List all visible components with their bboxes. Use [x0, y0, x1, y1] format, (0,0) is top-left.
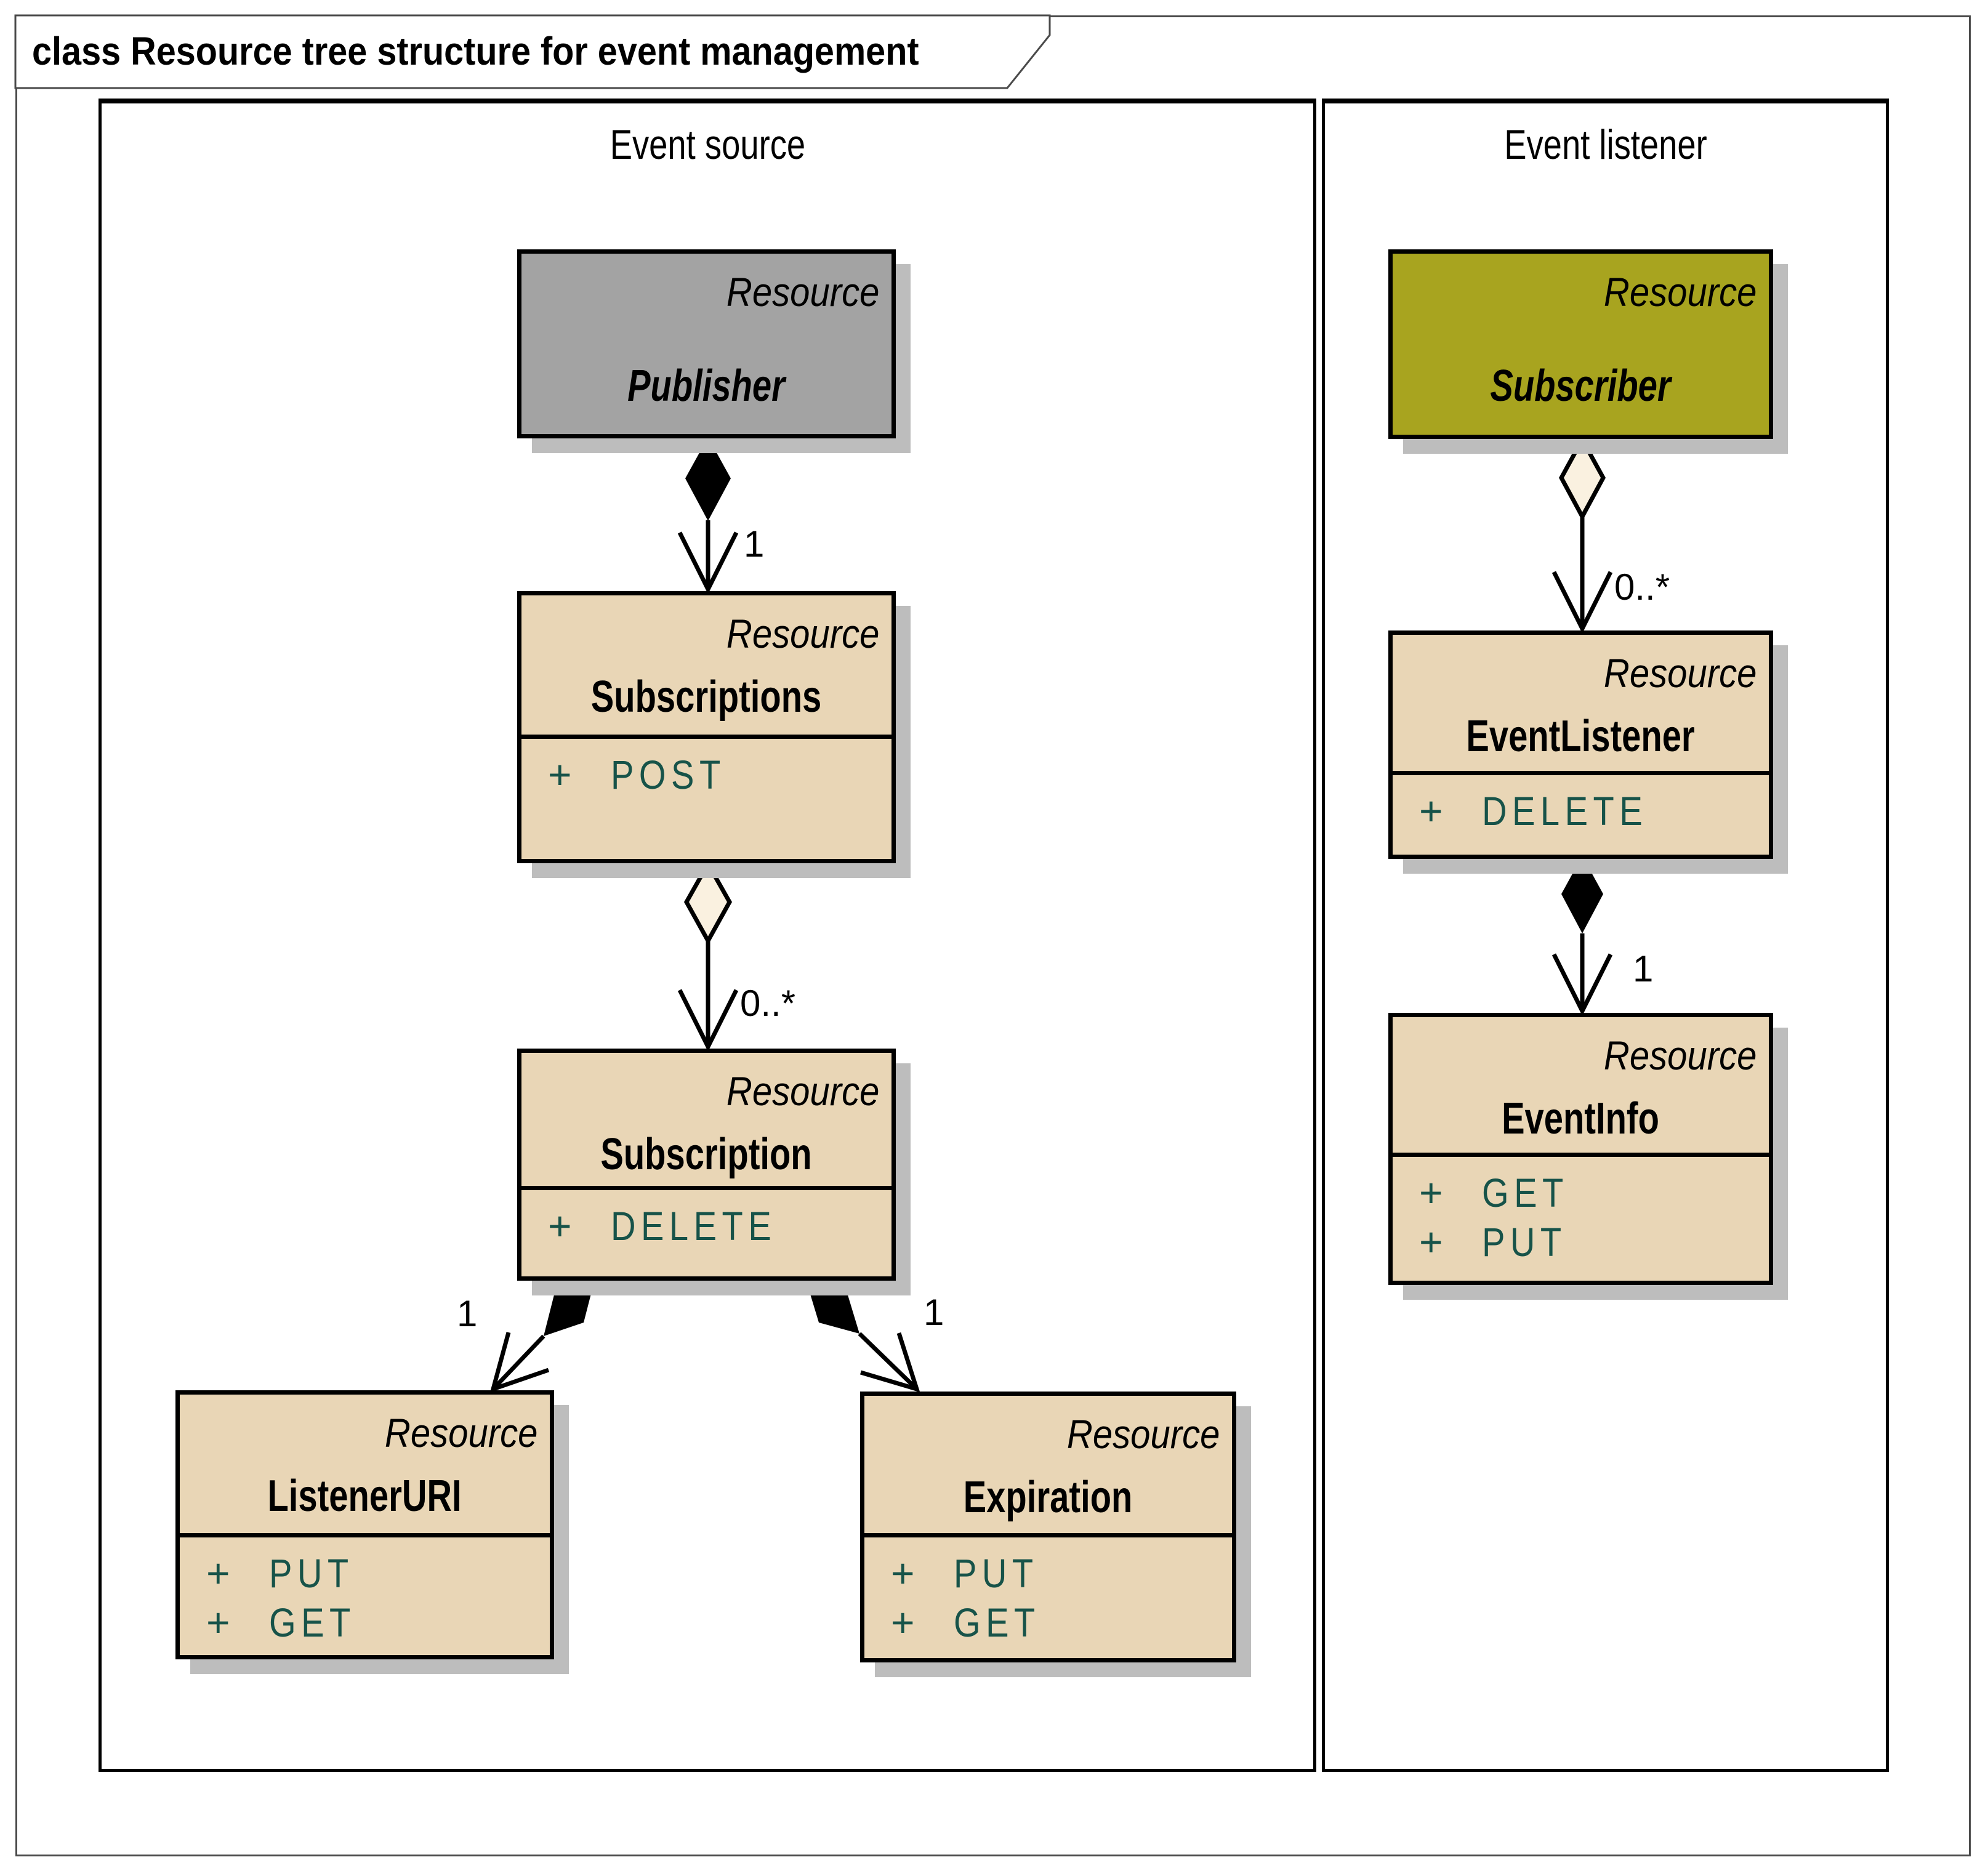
visibility-marker: +	[1419, 1170, 1443, 1215]
class-name: Publisher	[627, 361, 786, 411]
frame-event-listener[interactable]: Event listener	[1322, 99, 1889, 1772]
class-box-publisher[interactable]: Resource Publisher	[517, 249, 896, 438]
operation-name: PUT	[269, 1550, 354, 1596]
class-name: Subscriber	[1490, 361, 1672, 411]
multiplicity-label: 0..*	[1614, 566, 1670, 608]
open-arrowhead-icon	[860, 1332, 920, 1393]
frame-event-source[interactable]: Event source	[99, 99, 1316, 1772]
name-compartment: Resource Publisher	[521, 254, 891, 410]
class-box-expiration[interactable]: Resource Expiration + PUT + GET	[860, 1392, 1236, 1662]
visibility-marker: +	[548, 1203, 572, 1249]
visibility-marker: +	[891, 1600, 915, 1645]
composition-link-eventlistener-eventinfo[interactable]	[1551, 856, 1613, 1016]
operation-row: + GET	[1419, 1168, 1769, 1217]
class-box-listeneruri[interactable]: Resource ListenerURI + PUT + GET	[175, 1390, 554, 1659]
name-compartment: Resource EventInfo	[1393, 1017, 1769, 1153]
operation-name: GET	[1482, 1170, 1569, 1215]
class-name: Expiration	[964, 1473, 1133, 1522]
class-name: ListenerURI	[267, 1472, 462, 1521]
class-name: EventInfo	[1502, 1094, 1660, 1143]
stereotype-label: Resource	[1066, 1411, 1220, 1457]
class-box-subscriptions[interactable]: Resource Subscriptions + POST	[517, 591, 896, 863]
stereotype-label: Resource	[1603, 269, 1757, 315]
operations-compartment: + PUT + GET	[180, 1533, 550, 1647]
operation-row: + PUT	[206, 1549, 550, 1598]
open-arrowhead-icon	[489, 1332, 550, 1393]
visibility-marker: +	[891, 1550, 915, 1596]
diagram-title-text: class Resource tree structure for event …	[32, 29, 919, 73]
multiplicity-label: 1	[457, 1293, 478, 1334]
composition-link-subscription-expiration[interactable]	[807, 1282, 920, 1393]
composition-link-subscription-listeneruri[interactable]	[489, 1282, 594, 1393]
diagram-title-tab	[14, 14, 1051, 89]
operation-name: POST	[611, 752, 726, 797]
name-compartment: Resource ListenerURI	[180, 1395, 550, 1533]
class-name: Subscriptions	[591, 672, 822, 722]
stereotype-label: Resource	[1603, 1033, 1757, 1078]
multiplicity-label: 1	[1633, 948, 1654, 989]
visibility-marker: +	[206, 1550, 230, 1596]
operation-row: + PUT	[891, 1549, 1232, 1598]
name-compartment: Resource Subscriptions	[521, 595, 891, 735]
open-arrowhead-icon	[677, 531, 739, 594]
open-arrowhead-icon	[1551, 953, 1613, 1016]
name-compartment: Resource Subscription	[521, 1053, 891, 1186]
name-compartment: Resource Subscriber	[1393, 254, 1769, 410]
operations-compartment: + GET + PUT	[1393, 1153, 1769, 1267]
stereotype-label: Resource	[726, 269, 879, 315]
composition-diamond-icon	[1561, 856, 1603, 933]
operation-row: + GET	[206, 1598, 550, 1647]
operations-compartment: + POST	[521, 735, 891, 799]
composition-diamond-icon	[807, 1282, 859, 1334]
stereotype-label: Resource	[726, 1068, 879, 1114]
operations-compartment: + PUT + GET	[864, 1533, 1232, 1647]
open-arrowhead-icon	[677, 989, 739, 1052]
operation-row: + POST	[548, 750, 891, 799]
aggregation-link-subscriptions-subscription[interactable]	[677, 859, 739, 1052]
operation-name: PUT	[954, 1550, 1039, 1596]
stereotype-label: Resource	[384, 1410, 537, 1456]
visibility-marker: +	[206, 1600, 230, 1645]
visibility-marker: +	[548, 752, 572, 797]
name-compartment: Resource EventListener	[1393, 635, 1769, 771]
operation-name: GET	[269, 1600, 356, 1645]
class-name: Subscription	[600, 1130, 813, 1179]
multiplicity-label: 0..*	[740, 983, 796, 1024]
stereotype-label: Resource	[1603, 650, 1757, 696]
diagram-title: class Resource tree structure for event …	[32, 27, 1018, 75]
operation-name: DELETE	[1482, 788, 1648, 834]
visibility-marker: +	[1419, 1219, 1443, 1265]
class-box-eventlistener[interactable]: Resource EventListener + DELETE	[1388, 630, 1773, 859]
operations-compartment: + DELETE	[1393, 771, 1769, 836]
class-box-subscription[interactable]: Resource Subscription + DELETE	[517, 1049, 896, 1281]
class-box-subscriber[interactable]: Resource Subscriber	[1388, 249, 1773, 439]
operation-name: DELETE	[611, 1203, 777, 1249]
operation-row: + DELETE	[1419, 786, 1769, 836]
operation-row: + DELETE	[548, 1201, 891, 1251]
class-name: EventListener	[1466, 712, 1696, 761]
composition-link-publisher-subscriptions[interactable]	[677, 437, 739, 594]
aggregation-link-subscriber-eventlistener[interactable]	[1551, 435, 1613, 634]
frame-event-listener-label: Event listener	[1503, 121, 1707, 168]
link-line	[491, 1334, 545, 1391]
title-tab-shape	[14, 14, 1051, 89]
link-line	[858, 1332, 919, 1391]
operation-name: PUT	[1482, 1219, 1567, 1265]
composition-diamond-icon	[544, 1282, 594, 1336]
stereotype-label: Resource	[726, 611, 879, 656]
multiplicity-label: 1	[924, 1292, 944, 1333]
class-box-eventinfo[interactable]: Resource EventInfo + GET + PUT	[1388, 1013, 1773, 1285]
operations-compartment: + DELETE	[521, 1186, 891, 1251]
operation-name: GET	[954, 1600, 1040, 1645]
open-arrowhead-icon	[1551, 571, 1613, 634]
frame-event-source-label: Event source	[610, 121, 805, 168]
name-compartment: Resource Expiration	[864, 1396, 1232, 1533]
composition-diamond-icon	[685, 437, 731, 521]
operation-row: + PUT	[1419, 1217, 1769, 1267]
operation-row: + GET	[891, 1598, 1232, 1647]
visibility-marker: +	[1419, 788, 1443, 834]
multiplicity-label: 1	[744, 523, 765, 565]
